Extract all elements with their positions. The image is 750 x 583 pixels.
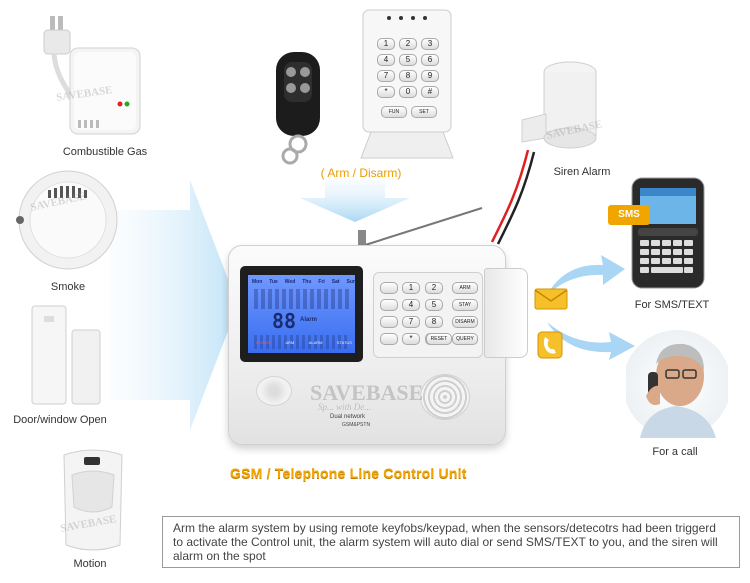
keypad-key: 0 — [399, 86, 417, 98]
keypad-cover-door[interactable] — [484, 268, 528, 358]
siren-label: Siren Alarm — [553, 166, 611, 178]
handset-icon — [537, 331, 563, 359]
unit-dual-network: Dual network — [330, 414, 366, 420]
door-label: Door/window Open — [13, 414, 107, 426]
speaker-grille — [420, 374, 470, 420]
arm-indicator: ARM — [285, 340, 295, 345]
unit-key[interactable]: 4 — [402, 299, 420, 311]
indicator-row: POWER ARM ALARM STATUS — [256, 340, 352, 345]
arm-disarm-label: ( Arm / Disarm) — [320, 166, 402, 180]
smoke-label: Smoke — [50, 281, 86, 293]
gas-detector — [40, 8, 150, 138]
call-label: For a call — [652, 446, 698, 458]
keypad-key-grid: 1 2 3 4 5 6 7 8 9 * 0 # — [377, 38, 443, 102]
unit-gsm-pstn: GSM&PSTN — [342, 422, 371, 428]
keypad-key: 7 — [377, 70, 395, 82]
keypad-key: 8 — [399, 70, 417, 82]
smartphone — [630, 176, 706, 290]
unit-key[interactable]: 2 — [425, 282, 443, 294]
flow-arrow-call — [547, 322, 635, 360]
keypad-key: * — [377, 86, 395, 98]
unit-key[interactable]: * — [402, 333, 420, 345]
query-button[interactable]: QUERY — [452, 333, 478, 345]
lcd-day: Tue — [269, 279, 278, 285]
flow-arrow-sms — [547, 255, 625, 295]
envelope-icon — [534, 288, 568, 310]
description-caption: Arm the alarm system by using remote key… — [162, 516, 740, 568]
lcd-screen: Mon Tue Wed Thu Fri Sat Sun 88 Alarm — [245, 272, 358, 356]
wireless-keypad: 1 2 3 4 5 6 7 8 9 * 0 # FUN SET — [357, 8, 457, 163]
unit-key[interactable]: 1 — [402, 282, 420, 294]
person-on-call-photo — [623, 326, 731, 442]
keypad-key: 6 — [421, 54, 439, 66]
smoke-detector — [16, 168, 120, 272]
arm-button[interactable]: ARM — [452, 282, 478, 294]
unit-key[interactable]: 7 — [402, 316, 420, 328]
siren-device — [518, 58, 608, 163]
lcd-day: Fri — [318, 279, 325, 285]
remote-keyfob — [268, 50, 328, 168]
lcd-day: Sun — [346, 279, 356, 285]
lcd-day: Mon — [252, 279, 263, 285]
unit-antenna — [358, 207, 483, 248]
flow-arrow-sensors — [110, 180, 238, 430]
motion-label: Motion — [73, 558, 107, 570]
flow-arrow-keypad — [300, 180, 410, 222]
lcd-day-row: Mon Tue Wed Thu Fri Sat Sun — [252, 279, 356, 285]
power-indicator: POWER — [256, 340, 272, 345]
keypad-key: 9 — [421, 70, 439, 82]
unit-key[interactable]: 5 — [425, 299, 443, 311]
lcd-day: Wed — [284, 279, 296, 285]
keypad-key: 3 — [421, 38, 439, 50]
siren-wire — [490, 150, 536, 245]
lcd-day: Sat — [331, 279, 340, 285]
disarm-button[interactable]: DISARM — [452, 316, 478, 328]
unit-tagline: Sp... with De... — [318, 402, 371, 412]
keypad-key: 1 — [377, 38, 395, 50]
unit-key[interactable]: 8 — [425, 316, 443, 328]
lcd-big-digits: 88 — [272, 309, 297, 333]
unit-brand: SAVEBASE — [310, 380, 424, 405]
alarm-indicator: ALARM — [308, 340, 323, 345]
keypad-set-key: SET — [411, 106, 437, 118]
lcd-day: Thu — [302, 279, 312, 285]
keypad-key: 5 — [399, 54, 417, 66]
keypad-key: 4 — [377, 54, 395, 66]
keypad-key: 2 — [399, 38, 417, 50]
unit-title: GSM / Telephone Line Control Unit — [230, 465, 467, 481]
gas-label: Combustible Gas — [62, 146, 148, 158]
motion-sensor — [58, 445, 128, 557]
reset-button[interactable]: RESET — [426, 333, 452, 345]
microphone-grille — [256, 376, 292, 406]
lcd-alarm-text: Alarm — [300, 317, 318, 323]
sms-label: For SMS/TEXT — [634, 299, 710, 311]
stay-button[interactable]: STAY — [452, 299, 478, 311]
sms-badge-text: SMS — [618, 209, 640, 220]
keypad-key: # — [421, 86, 439, 98]
keypad-fun-key: FUN — [381, 106, 407, 118]
status-indicator: STATUS — [336, 340, 352, 345]
sms-badge: SMS — [608, 205, 650, 225]
door-sensor — [22, 300, 112, 408]
